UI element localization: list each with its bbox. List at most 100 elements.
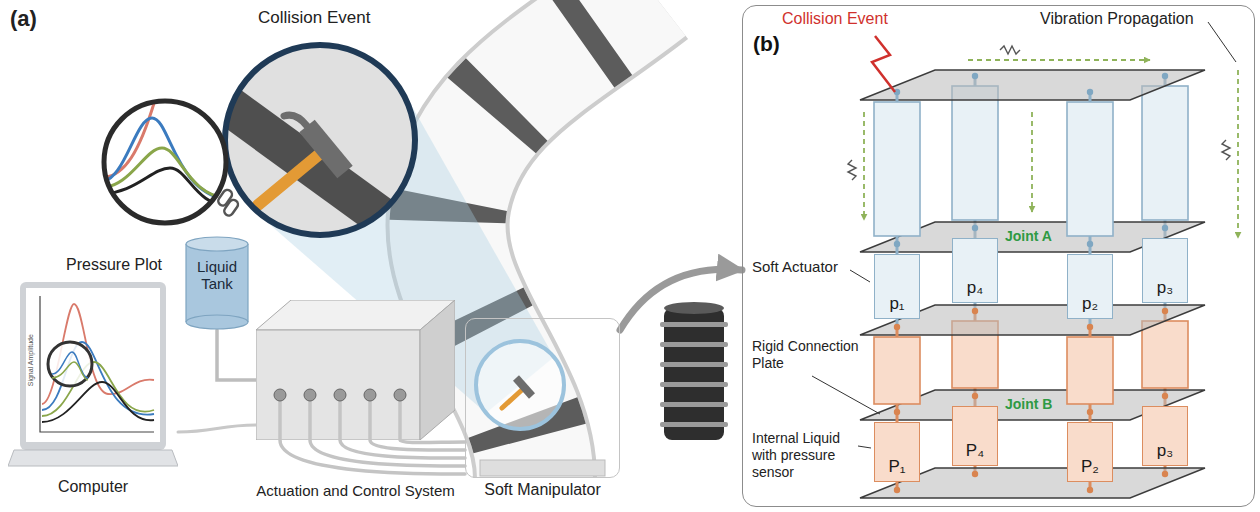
liquid-tank-part: [185, 244, 186, 322]
computer-laptop-part: [42, 342, 154, 415]
vibration-arrow: [863, 112, 865, 220]
collision-magnifier: [258, 152, 322, 205]
leader-line: [812, 376, 880, 414]
computer-laptop-part: [42, 304, 154, 404]
manipulator-magnifier: [502, 388, 524, 408]
part-label: Internal Liquid with pressure sensor: [752, 430, 868, 480]
control-box-part: [308, 401, 312, 440]
computer-laptop-part: [52, 362, 88, 380]
vibration-squiggle: [1222, 140, 1230, 160]
collision-magnifier: [225, 30, 415, 250]
joint-dot: [894, 308, 1168, 493]
node-text: P₁: [888, 458, 905, 477]
actuator-chamber: P₂: [1067, 422, 1113, 482]
plot-label: Pressure Plot: [66, 255, 162, 274]
computer-laptop-part: [20, 282, 166, 450]
leader-line: [1208, 22, 1236, 62]
node-text: p₂: [1082, 295, 1098, 314]
leader-line: [850, 270, 870, 282]
vibration-arrow: [1031, 112, 1033, 212]
leader-line: [858, 446, 871, 448]
vibration-squiggle: [848, 160, 856, 180]
device-photo: [660, 382, 728, 387]
actuator-chamber: p₃: [1142, 406, 1188, 466]
cable-connector: [178, 425, 256, 432]
leader-line: [812, 22, 1236, 448]
event-label: Collision Event: [782, 9, 888, 28]
control-box-part: [256, 330, 420, 440]
control-box-part: [304, 389, 316, 401]
front-actuator-segments: [874, 92, 1113, 490]
manipulator-frame: Soft Manipulator: [465, 318, 620, 478]
control-box-part: [398, 401, 402, 440]
joint-dot: [894, 324, 900, 330]
actuator-chamber: P₁: [874, 422, 920, 482]
chain-link: [217, 188, 240, 217]
joint-dot: [894, 487, 900, 493]
rigid-plate: [860, 70, 1205, 100]
collision-magnifier: [307, 126, 345, 172]
vibration-squiggle: [848, 46, 1230, 180]
front-actuator-segments: [1067, 337, 1113, 404]
tube-connector: [217, 330, 256, 380]
computer-laptop-part: [42, 382, 154, 422]
joint-dot: [894, 73, 1168, 493]
device-photo: [660, 362, 728, 367]
actuator-chamber: p₁: [874, 254, 920, 319]
computer-laptop-part: [48, 342, 92, 386]
actuator-chamber: p₄: [952, 238, 998, 303]
node-text: p₄: [967, 279, 983, 298]
device-photo: [660, 322, 728, 327]
control-box: Actuation and Control System: [256, 300, 455, 440]
computer-laptop-part: [26, 288, 160, 442]
chain-link: [217, 188, 234, 207]
chain-link: [223, 198, 240, 217]
joint-dot: [972, 308, 978, 314]
node-text: P₄: [966, 442, 984, 461]
manipulator-magnifier: [476, 341, 564, 429]
axis-label: Signal Amplitude: [27, 334, 35, 386]
joint-dot: [1162, 308, 1168, 314]
joint-dot: [894, 241, 900, 247]
control-box-part: [364, 389, 376, 401]
joint-dot: [1087, 324, 1093, 330]
node-text: Soft Manipulator: [484, 481, 601, 499]
vibration-squiggle: [1000, 46, 1020, 54]
liquid-tank: Liquid Tank: [184, 236, 250, 330]
tube-connector: [280, 440, 465, 474]
collision-magnifier: [225, 45, 415, 235]
joint-dot: [972, 471, 978, 477]
device-photo: [660, 302, 728, 440]
computer-laptop-part: [42, 304, 154, 422]
node-text: P₂: [1081, 458, 1099, 477]
control-box-part: [338, 401, 342, 440]
device-photo: [664, 308, 724, 440]
control-box-shape: [256, 300, 455, 440]
pressure-magnifier: [100, 40, 230, 223]
control-box-part: [280, 401, 400, 440]
joint-label: Joint B: [1005, 396, 1052, 413]
back-actuator-segments: [952, 86, 998, 220]
device-photo: [664, 302, 724, 314]
collision-bolt: [872, 36, 895, 92]
joint-dot: [894, 73, 1168, 247]
collision-magnifier: [284, 115, 307, 126]
part-label: Soft Actuator: [752, 258, 838, 276]
computer-laptop-part: [40, 296, 154, 432]
joint-dot: [1087, 241, 1093, 247]
node-text: Actuation and Control System: [256, 482, 454, 499]
joint-dot: [1162, 73, 1168, 79]
back-actuator-segments: [1142, 321, 1188, 388]
joint-label: Joint A: [1005, 228, 1052, 245]
node-text: p₁: [889, 295, 904, 314]
computer-laptop-part: [8, 450, 178, 466]
soft-manipulator-body: [480, 460, 605, 476]
front-actuator-segments: [897, 92, 1090, 327]
vibration-arrow: [1237, 70, 1239, 238]
control-box-part: [420, 300, 455, 440]
part-label: Rigid Connection Plate: [752, 338, 864, 372]
vibration-arrow: [968, 59, 1150, 61]
manipulator-magnifier: [516, 378, 532, 396]
node-text: p₃: [1157, 279, 1173, 298]
back-actuator-segments: [1142, 86, 1188, 220]
